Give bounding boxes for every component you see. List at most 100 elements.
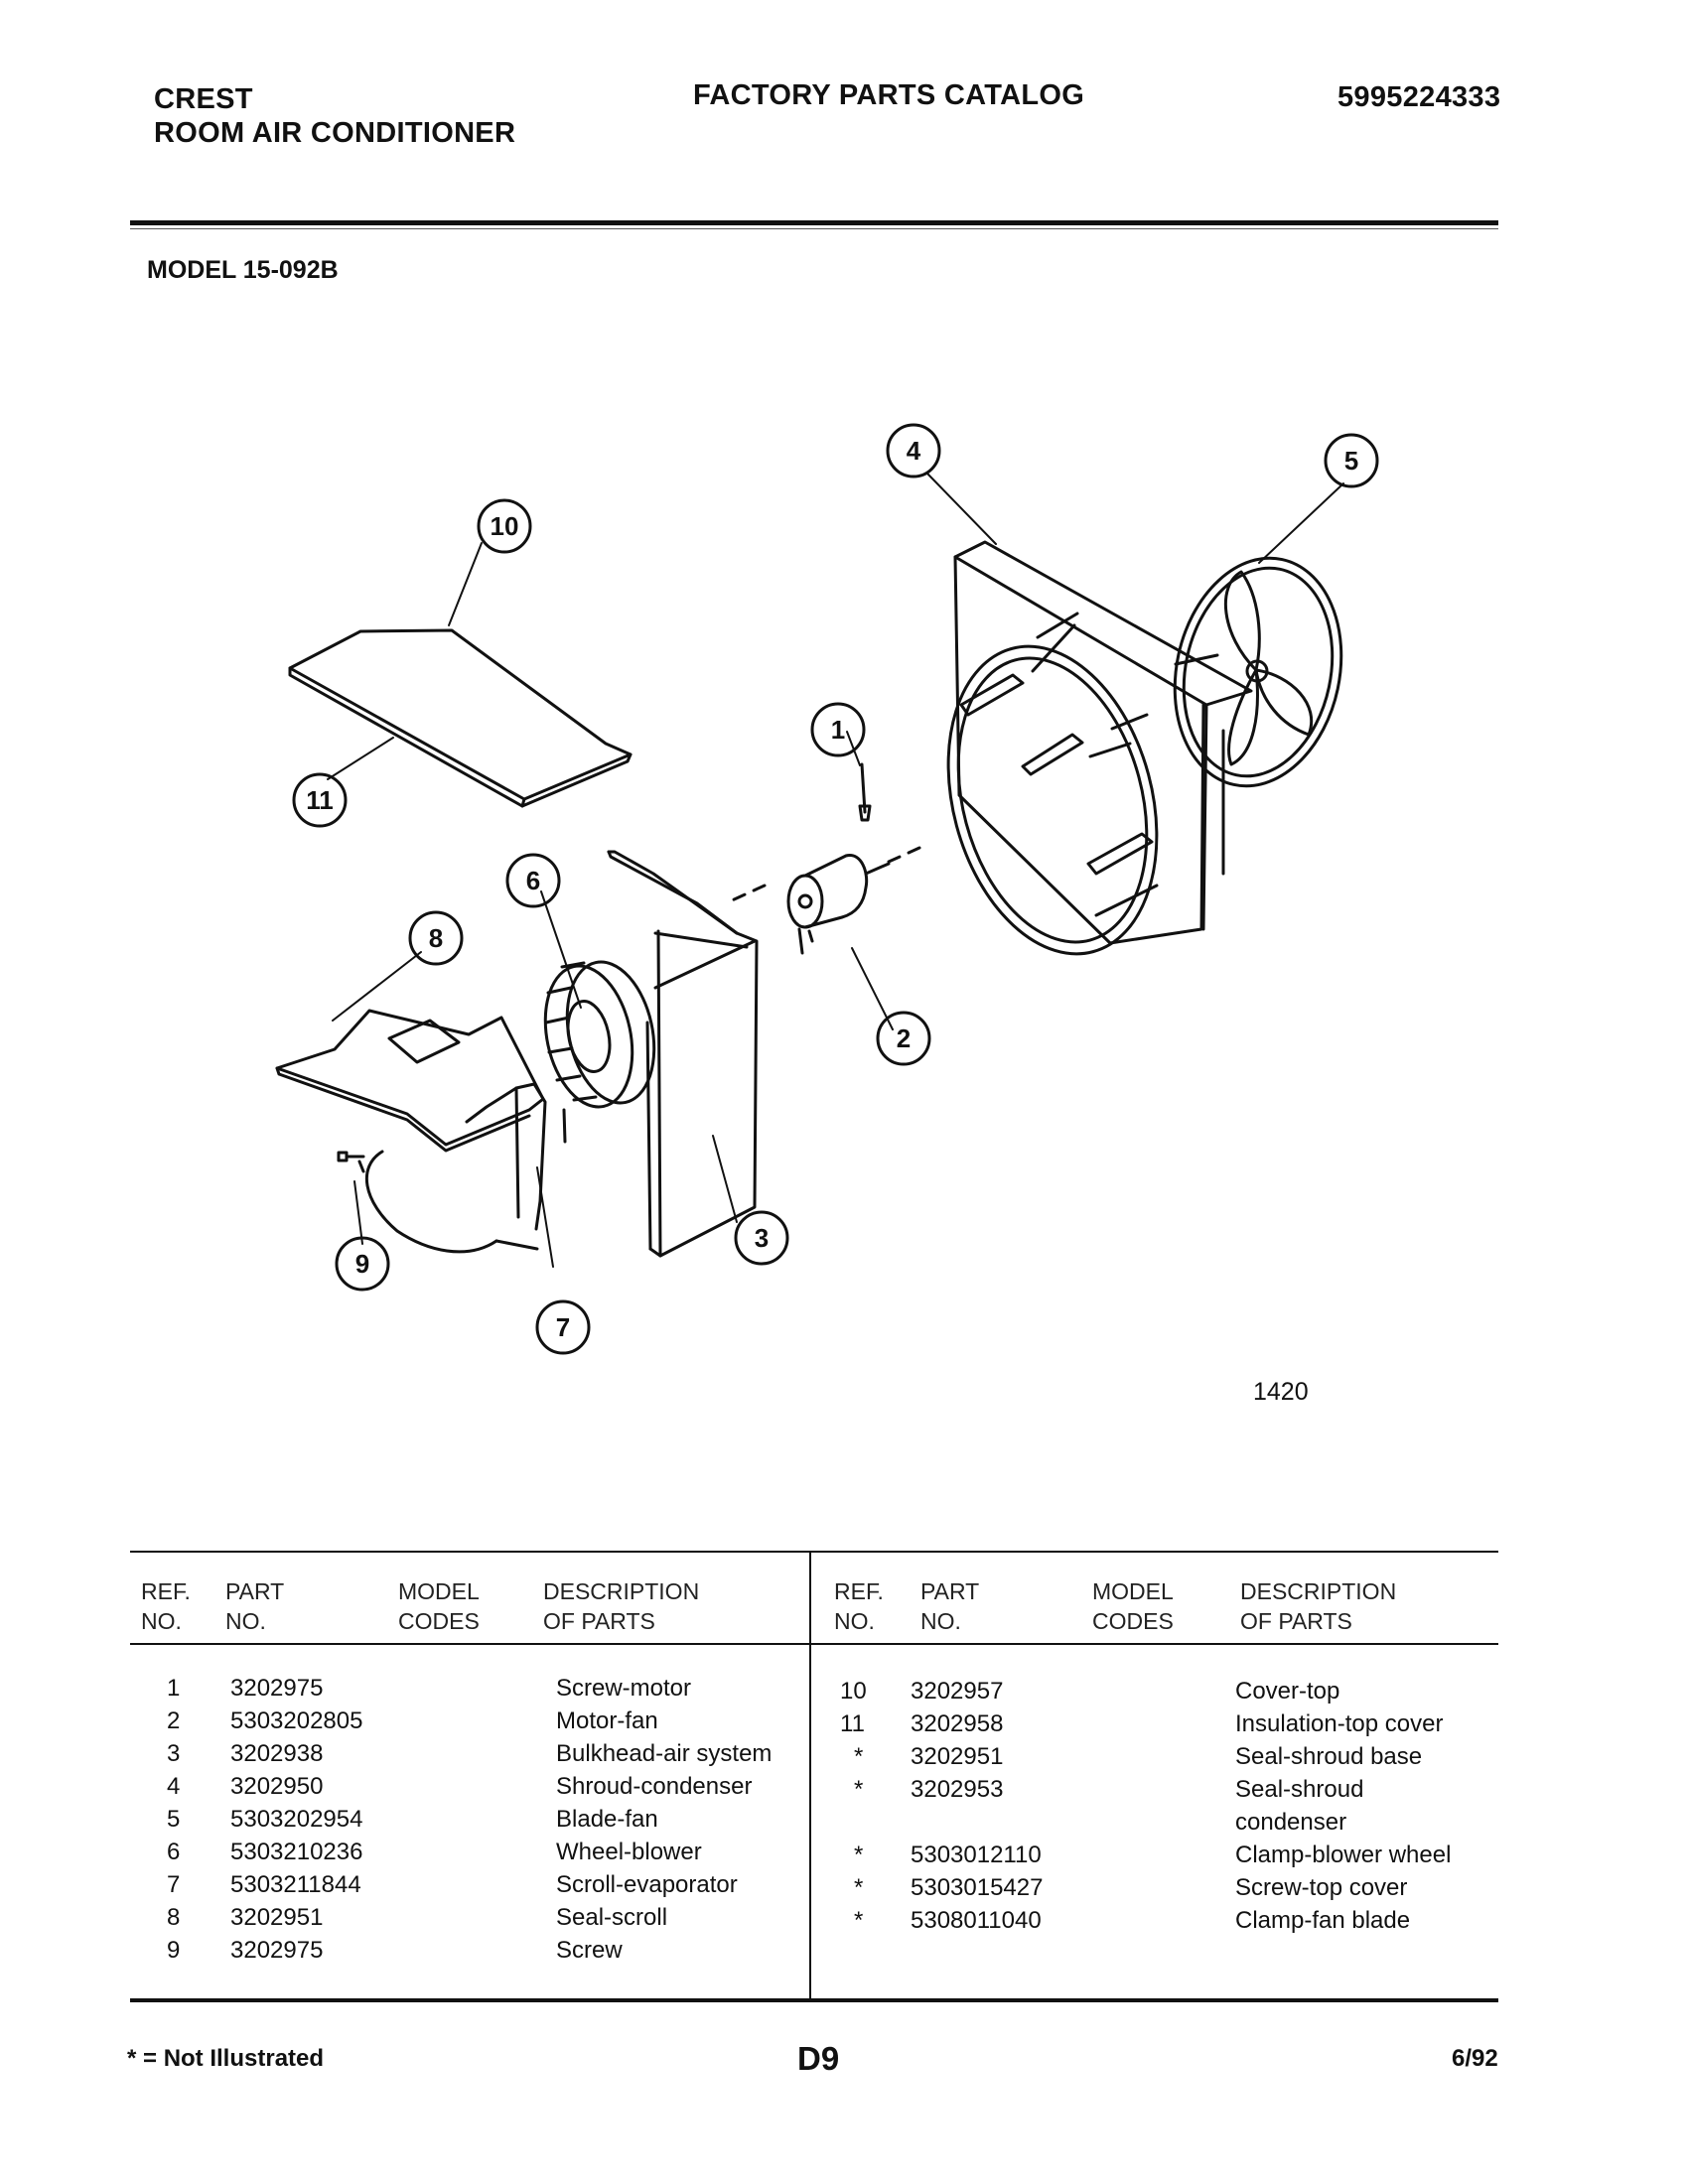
header-description: DESCRIPTION OF PARTS: [543, 1578, 700, 1634]
callout-number-4: 4: [907, 436, 921, 466]
callout-number-5: 5: [1344, 446, 1358, 476]
ref-no: 8: [167, 1904, 181, 1931]
figure-number: 1420: [1253, 1378, 1309, 1406]
callout-6: [505, 853, 561, 908]
part-no: 5303210236: [230, 1839, 363, 1865]
header-part-no: PART NO.: [225, 1578, 285, 1634]
ref-no: 6: [167, 1839, 181, 1865]
screw-motor-drawing: [858, 762, 872, 822]
top-cover-drawing: [288, 628, 633, 808]
scroll-evaporator-drawing: [275, 1009, 567, 1254]
model-number: MODEL 15-092B: [147, 256, 339, 284]
callout-5: [1324, 433, 1379, 488]
part-description: Clamp-fan blade: [1235, 1907, 1411, 1934]
exploded-parts-diagram: 1 2 3 4 5 6 7 8 9 10 11: [275, 423, 1379, 1355]
bulkhead-drawing: [607, 850, 759, 1258]
ref-no: 7: [167, 1871, 181, 1898]
part-description: Seal-shroud: [1235, 1776, 1364, 1803]
callout-7: [535, 1299, 591, 1355]
callout-numbers: 1 2 3 4 5 6 7 8 9 10 11: [306, 436, 1358, 1342]
ref-no: 10: [840, 1678, 867, 1705]
ref-no: 1: [167, 1675, 181, 1702]
part-no: 5303012110: [911, 1842, 1042, 1868]
callout-number-11: 11: [306, 785, 334, 815]
condenser-shroud-drawing: [946, 540, 1253, 956]
header-rule: [130, 220, 1498, 225]
header-ref-no: REF. NO.: [141, 1578, 191, 1634]
callout-4: [886, 423, 941, 478]
callout-number-8: 8: [429, 923, 443, 953]
callout-3: [734, 1210, 789, 1266]
callout-10: [477, 498, 532, 554]
part-no: 5303015427: [911, 1874, 1044, 1901]
part-description: Screw: [556, 1937, 623, 1964]
part-description: Seal-shroud base: [1235, 1743, 1423, 1770]
part-description-continued: condenser: [1235, 1809, 1347, 1836]
blower-wheel-drawing: [543, 960, 656, 1109]
part-description: Screw-motor: [556, 1675, 692, 1702]
part-no: 3202958: [911, 1710, 1004, 1737]
part-description: Blade-fan: [556, 1806, 658, 1833]
callout-11: [292, 772, 348, 828]
part-no: 3202951: [230, 1904, 324, 1931]
table-bottom-rule: [130, 1998, 1498, 2002]
part-no: 3202957: [911, 1678, 1004, 1705]
callout-number-10: 10: [491, 511, 519, 541]
revision-date: 6/92: [1452, 2045, 1498, 2072]
ref-no: 9: [167, 1937, 181, 1964]
not-illustrated-note: * = Not Illustrated: [127, 2045, 325, 2072]
callout-bubbles: [292, 423, 1379, 1355]
callout-number-7: 7: [556, 1312, 570, 1342]
part-description: Bulkhead-air system: [556, 1740, 773, 1767]
callout-number-3: 3: [755, 1223, 769, 1253]
brand-name: CREST: [154, 83, 253, 115]
catalog-number: 5995224333: [1337, 81, 1501, 113]
header-model-codes-right: MODEL CODES: [1092, 1578, 1174, 1634]
ref-no: 5: [167, 1806, 181, 1833]
ref-no: *: [854, 1842, 864, 1868]
table-top-rule: [130, 1551, 1498, 1553]
callout-number-6: 6: [526, 866, 540, 895]
part-description: Wheel-blower: [556, 1839, 702, 1865]
header-description-right: DESCRIPTION OF PARTS: [1240, 1578, 1397, 1634]
table-column-divider: [809, 1551, 811, 2000]
header-rule-thin: [130, 228, 1498, 229]
part-no: 3202953: [911, 1776, 1004, 1803]
catalog-title: FACTORY PARTS CATALOG: [693, 79, 1085, 111]
header-part-no-right: PART NO.: [920, 1578, 980, 1634]
ref-no: 2: [167, 1707, 181, 1734]
fan-motor-drawing: [728, 842, 930, 955]
part-description: Screw-top cover: [1235, 1874, 1408, 1901]
callout-9: [335, 1236, 390, 1292]
part-description: Motor-fan: [556, 1707, 658, 1734]
part-description: Cover-top: [1235, 1678, 1340, 1705]
callout-number-1: 1: [831, 715, 845, 745]
screw-drawing: [337, 1151, 365, 1173]
callout-leaders: [327, 473, 1344, 1268]
callout-2: [876, 1011, 931, 1066]
part-description: Shroud-condenser: [556, 1773, 753, 1800]
part-no: 3202951: [911, 1743, 1004, 1770]
fan-blade-drawing: [1173, 556, 1343, 788]
callout-number-2: 2: [897, 1024, 911, 1053]
part-no: 3202975: [230, 1937, 324, 1964]
part-no: 5308011040: [911, 1907, 1042, 1934]
header-ref-no-right: REF. NO.: [834, 1578, 884, 1634]
header-model-codes: MODEL CODES: [398, 1578, 480, 1634]
product-name: ROOM AIR CONDITIONER: [154, 117, 516, 149]
page-number: D9: [797, 2040, 840, 2077]
ref-no: *: [854, 1743, 864, 1770]
callout-number-9: 9: [355, 1249, 369, 1279]
part-no: 5303211844: [230, 1871, 361, 1898]
part-description: Insulation-top cover: [1235, 1710, 1444, 1737]
ref-no: *: [854, 1776, 864, 1803]
part-no: 5303202954: [230, 1806, 363, 1833]
ref-no: 11: [840, 1710, 865, 1737]
part-description: Seal-scroll: [556, 1904, 668, 1931]
ref-no: *: [854, 1907, 864, 1934]
part-no: 3202950: [230, 1773, 324, 1800]
callout-8: [408, 910, 464, 966]
part-no: 3202938: [230, 1740, 324, 1767]
part-no: 3202975: [230, 1675, 324, 1702]
callout-1: [810, 702, 866, 757]
